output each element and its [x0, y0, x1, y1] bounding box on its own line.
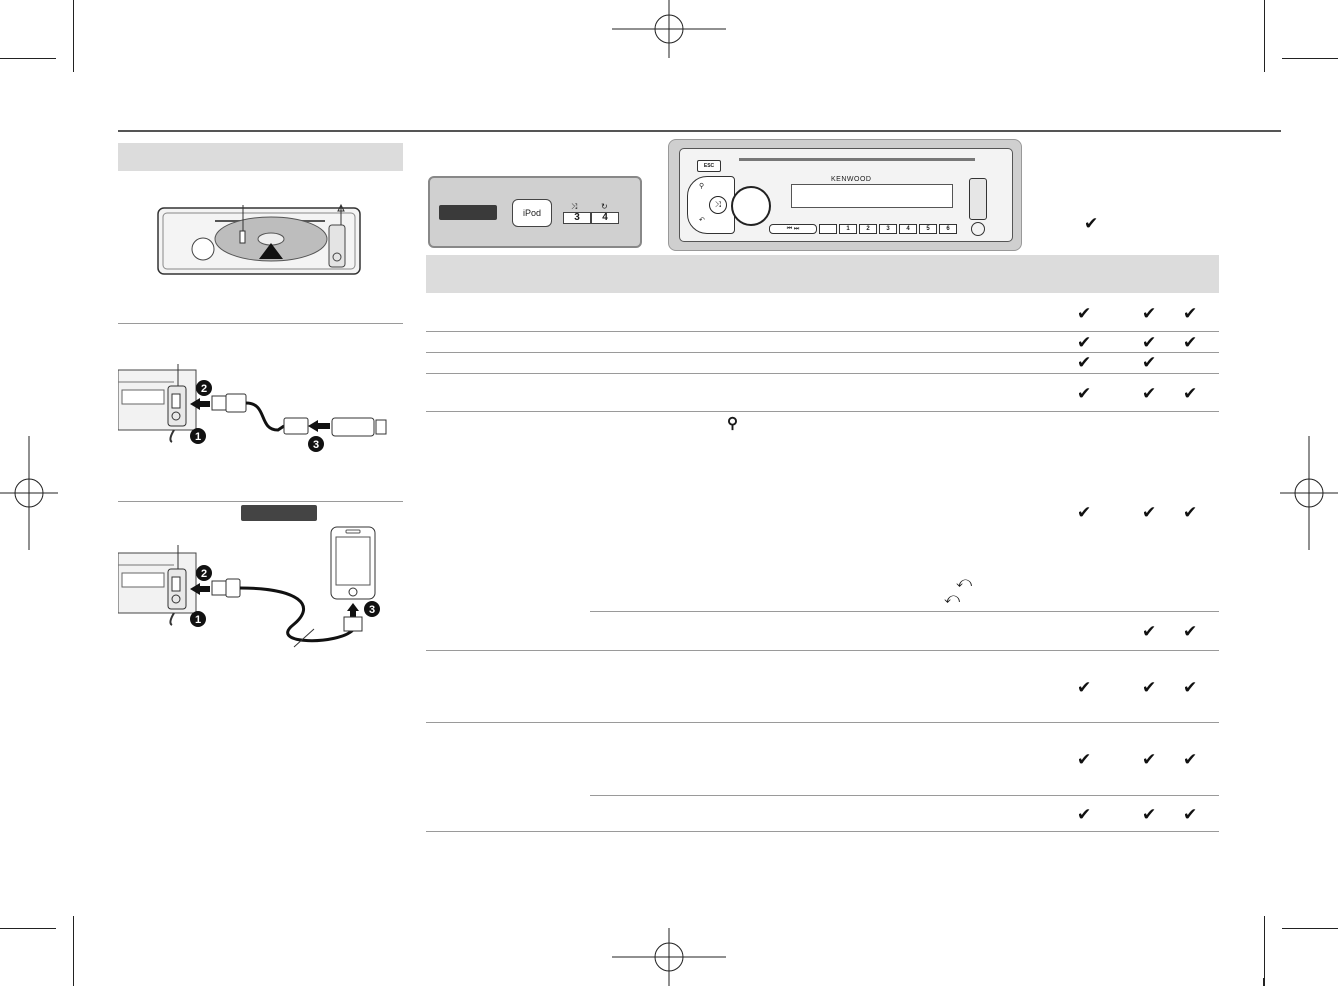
table-bottom-rule — [426, 831, 1219, 832]
usb-connection-illustration: 1 2 3 — [118, 364, 387, 452]
check-mark: ✔ — [1077, 503, 1092, 523]
check-mark: ✔ — [1077, 384, 1092, 404]
check-mark: ✔ — [1183, 622, 1198, 642]
ipod-button[interactable]: iPod — [512, 199, 552, 227]
check-mark: ✔ — [1077, 805, 1092, 825]
remote-key-panel: iPod ⤨ ↻ 3 4 — [428, 176, 642, 248]
shuffle-icon: ⤨ — [571, 202, 578, 211]
check-mark: ✔ — [1183, 805, 1198, 825]
key-3-button[interactable]: 3 — [563, 212, 591, 224]
check-mark: ✔ — [1142, 622, 1157, 642]
check-mark: ✔ — [1077, 750, 1092, 770]
table-header-bar — [426, 255, 1219, 293]
faceplate-illustration: ESC KENWOOD ⚲ ↶ ⤨ ⏮ ⏭ 1 2 3 4 5 6 — [668, 139, 1022, 251]
check-mark: ✔ — [1183, 678, 1198, 698]
brand-label: KENWOOD — [831, 176, 872, 183]
check-mark: ✔ — [1183, 503, 1198, 523]
check-mark: ✔ — [1142, 353, 1157, 373]
check-mark: ✔ — [1142, 384, 1157, 404]
esc-button[interactable]: ESC — [697, 160, 721, 172]
row-divider — [426, 373, 1219, 374]
usb-port[interactable] — [969, 178, 987, 220]
legend-check-mark: ✔ — [1084, 214, 1099, 234]
disc-insert-illustration — [157, 203, 361, 275]
svg-text:3: 3 — [313, 439, 319, 451]
check-mark: ✔ — [1077, 304, 1092, 324]
left-divider-1 — [118, 323, 403, 324]
preset-key-3[interactable]: 3 — [879, 224, 897, 234]
search-icon: ⚲ — [699, 183, 705, 190]
preset-key-6[interactable]: 6 — [939, 224, 957, 234]
skip-buttons[interactable]: ⏮ ⏭ — [769, 224, 817, 234]
check-mark: ✔ — [1142, 304, 1157, 324]
svg-text:1: 1 — [195, 614, 201, 626]
svg-text:2: 2 — [201, 568, 207, 580]
check-mark: ✔ — [1077, 678, 1092, 698]
svg-text:1: 1 — [195, 431, 201, 443]
page-edge-tick — [1263, 978, 1265, 986]
preset-key-1[interactable]: 1 — [839, 224, 857, 234]
search-icon: ⚲ — [727, 415, 738, 432]
check-mark: ✔ — [1142, 333, 1157, 353]
row-divider — [426, 352, 1219, 353]
display-window — [791, 184, 953, 208]
preset-keys: 1 2 3 4 5 6 — [819, 224, 957, 234]
key-4-button[interactable]: 4 — [591, 212, 619, 224]
check-mark: ✔ — [1183, 384, 1198, 404]
row-divider — [426, 650, 1219, 651]
preset-key-2[interactable]: 2 — [859, 224, 877, 234]
preset-key-4[interactable]: 4 — [899, 224, 917, 234]
aux-jack[interactable] — [971, 222, 985, 236]
check-mark: ✔ — [1183, 304, 1198, 324]
check-mark: ✔ — [1183, 333, 1198, 353]
check-mark: ✔ — [1142, 678, 1157, 698]
check-mark: ✔ — [1077, 333, 1092, 353]
check-mark: ✔ — [1142, 503, 1157, 523]
back-icon: ⤺ — [956, 574, 973, 591]
left-divider-2 — [118, 501, 403, 502]
check-mark: ✔ — [1142, 805, 1157, 825]
disc-slot — [739, 158, 975, 161]
mode-key[interactable] — [819, 224, 837, 234]
check-mark: ✔ — [1183, 750, 1198, 770]
check-mark: ✔ — [1142, 750, 1157, 770]
model-label-badge — [439, 205, 497, 220]
shuffle-knob-icon: ⤨ — [709, 196, 727, 214]
row-divider — [426, 331, 1219, 332]
top-rule — [118, 130, 1281, 132]
back-icon: ↶ — [699, 217, 705, 224]
ipod-connection-illustration: 1 2 3 — [118, 526, 380, 648]
subrow-divider — [590, 795, 1219, 796]
section-header-bar — [118, 143, 403, 171]
back-icon: ⤺ — [944, 590, 961, 607]
subrow-divider — [590, 611, 1219, 612]
svg-text:2: 2 — [201, 383, 207, 395]
repeat-icon: ↻ — [601, 202, 608, 211]
model-badge — [241, 505, 317, 521]
svg-text:3: 3 — [369, 604, 375, 616]
row-divider — [426, 411, 1219, 412]
esc-label: ESC — [703, 163, 715, 169]
preset-key-5[interactable]: 5 — [919, 224, 937, 234]
check-mark: ✔ — [1077, 353, 1092, 373]
volume-knob[interactable] — [731, 186, 771, 226]
row-divider — [426, 722, 1219, 723]
